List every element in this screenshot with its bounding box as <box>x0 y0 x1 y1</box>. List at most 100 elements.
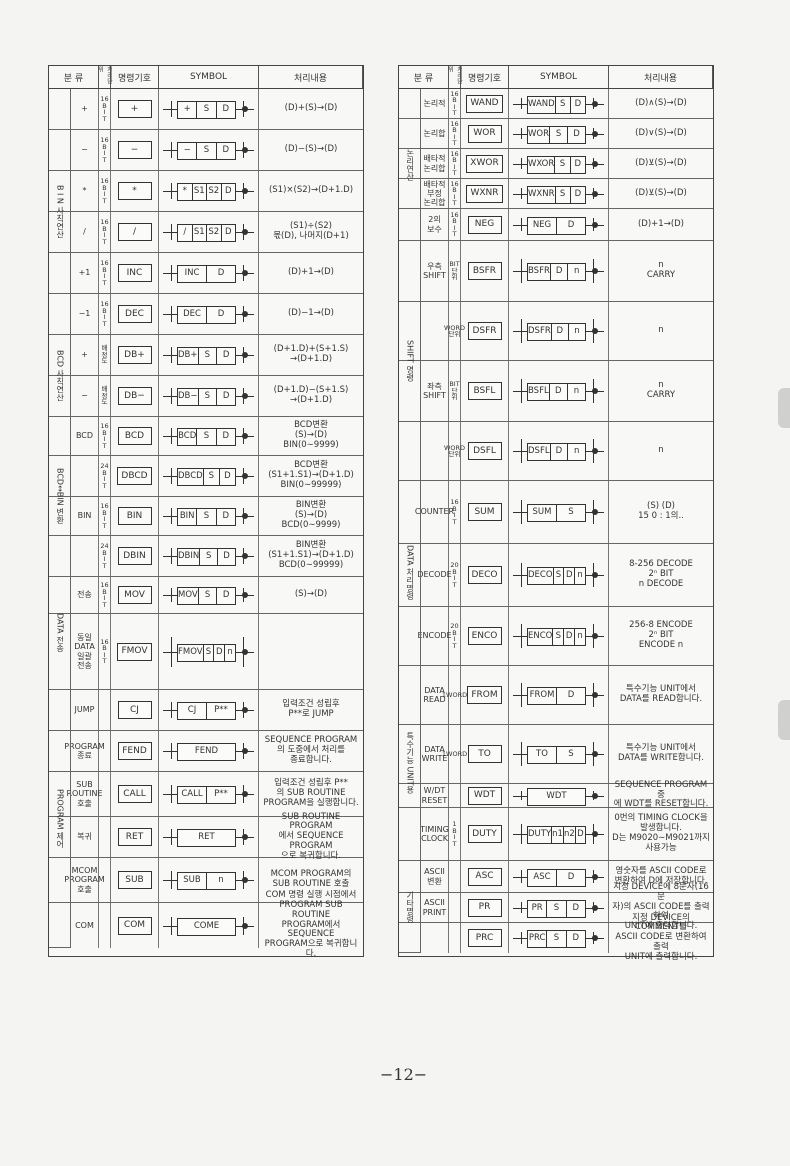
ladder-contact-bar <box>171 785 172 803</box>
header-cell: 처리단위 <box>447 66 463 88</box>
symbol-operand: BCD <box>178 429 198 445</box>
category-cell: PROGRAM 종료 <box>64 731 105 771</box>
command-cell: DB− <box>111 376 159 416</box>
processing-cell: (S)→(D) <box>294 589 328 600</box>
command-cell: COM <box>111 903 159 948</box>
bit-unit-cell <box>99 858 111 902</box>
group-label: 논리연산 <box>399 89 421 241</box>
command-box: PR <box>467 898 502 917</box>
symbol-operand: D <box>567 871 575 882</box>
command-cell: TO <box>461 725 509 783</box>
symbol-operand: WXNR <box>528 186 556 203</box>
symbol-operand: D <box>224 227 232 238</box>
bit-unit-cell: 20 B I T <box>449 544 461 606</box>
command-box: / <box>117 223 152 241</box>
symbol-operand: INC <box>178 266 207 282</box>
command-cell: DBIN <box>111 536 159 576</box>
command-cell: DUTY <box>461 808 509 860</box>
ladder-node <box>592 448 598 454</box>
category-cell: DECODE <box>417 544 452 606</box>
symbol-operand: DSFL <box>528 444 551 460</box>
bit-unit-cell <box>99 690 111 730</box>
bit-unit-cell: 배정도 <box>99 376 111 416</box>
command-cell: − <box>111 130 159 170</box>
bit-unit-cell: 24 B I T <box>99 456 111 496</box>
symbol-operand: S <box>200 549 219 565</box>
ladder-contact-bar <box>171 347 172 363</box>
command-cell: + <box>111 89 159 129</box>
command-box: DUTY <box>467 825 502 843</box>
symbol-operand: MOV <box>178 588 199 604</box>
ladder-contact-bar <box>521 742 522 766</box>
command-cell: ENCO <box>461 607 509 665</box>
processing-cell: BIN변환 (S)→(D) BCD(0∼9999) <box>281 500 341 530</box>
command-box: BCD <box>117 427 152 445</box>
command-box: PRC <box>467 929 502 947</box>
ladder-node <box>242 513 248 519</box>
symbol-operand: D <box>567 219 575 230</box>
category-cell: W/DT RESET <box>421 784 449 807</box>
bit-unit-cell: 24 B I T <box>99 536 111 576</box>
bit-unit-cell: 16 B I T <box>99 497 111 535</box>
category-cell: BCD <box>71 417 99 455</box>
category-cell: 2의 보수 <box>421 209 449 240</box>
category-cell <box>421 302 449 360</box>
ladder-contact-bar <box>521 683 522 707</box>
processing-cell: (D)⊻(S)→(D) <box>635 187 687 198</box>
command-box: * <box>117 182 152 200</box>
ladder-node <box>242 922 248 929</box>
symbol-operand: S <box>197 509 217 525</box>
category-cell: 동일 DATA 일괄 전송 <box>71 614 99 689</box>
bit-unit-cell: 20 B I T <box>449 607 461 665</box>
symbol-operand: DB− <box>178 389 199 405</box>
symbol-operand: * <box>178 184 193 200</box>
symbol-operand: D <box>222 590 230 601</box>
command-box: FMOV <box>117 642 152 661</box>
command-box: DBCD <box>117 467 152 485</box>
symbol-operand: n <box>577 631 583 642</box>
symbol-operand: BSFL <box>528 384 550 400</box>
header-cell: 처리내용 <box>259 66 363 88</box>
ladder-node <box>242 188 248 194</box>
category-cell: 우측 SHIFT <box>421 241 449 301</box>
bit-unit-cell: 배정도 <box>99 335 111 375</box>
ladder-node <box>592 633 598 639</box>
processing-cell: n CARRY <box>646 260 676 280</box>
symbol-cell: COME <box>159 903 259 948</box>
ladder-contact-bar <box>521 901 522 914</box>
group-label: BCD↔BIN 변환 <box>49 417 71 577</box>
symbol-operand: n <box>227 646 233 657</box>
category-cell: 전송 <box>71 577 99 613</box>
ladder-contact-bar <box>521 932 522 944</box>
ladder-node <box>242 106 248 112</box>
symbol-operand: n <box>573 386 580 397</box>
command-cell: NEG <box>461 209 509 240</box>
